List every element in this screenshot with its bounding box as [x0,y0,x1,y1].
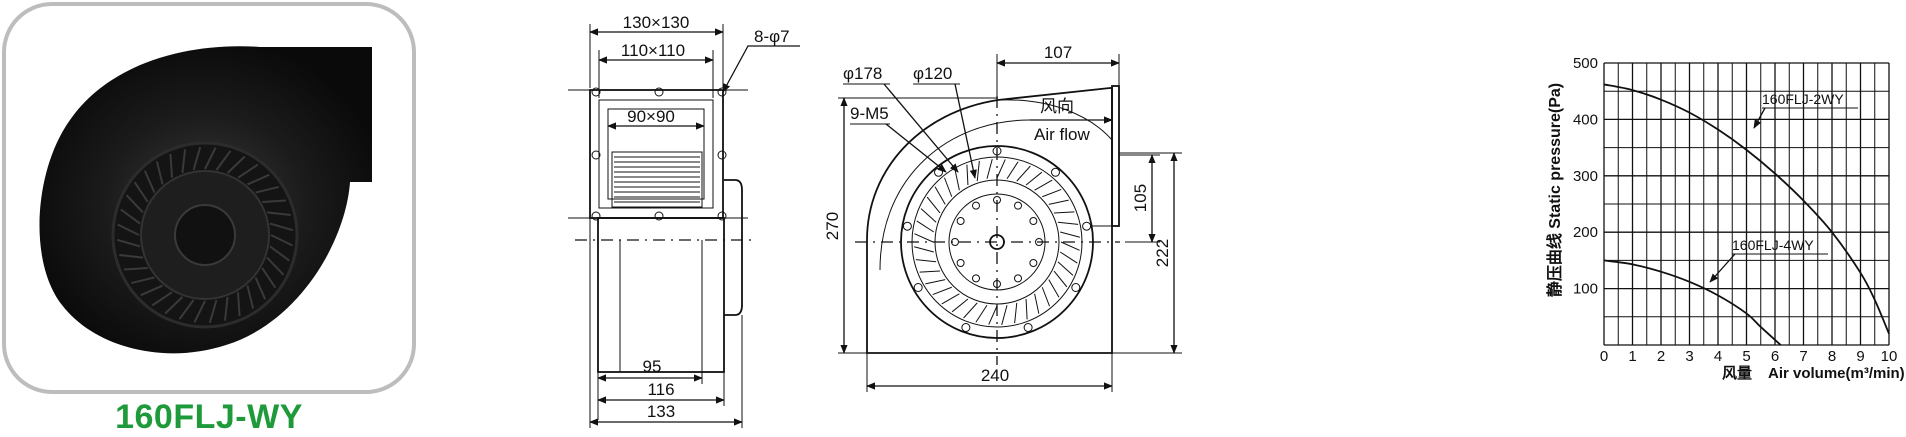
y-tick-label: 500 [1573,55,1598,72]
y-tick-label: 400 [1573,111,1598,128]
airflow-label-en: Air flow [1034,125,1090,144]
dim-90x90: 90×90 [627,107,675,126]
dim-222: 222 [1153,239,1172,267]
dim-130x130: 130×130 [623,13,690,32]
blower-body-side [597,217,725,373]
model-label: 160FLJ-WY [115,398,303,436]
x-axis-label-en: Air volume(m³/min) [1768,365,1905,382]
x-tick-label: 7 [1799,348,1807,365]
x-tick-label: 3 [1685,348,1693,365]
volute-housing [866,87,1113,354]
x-tick-label: 4 [1714,348,1722,365]
x-tick-label: 0 [1600,348,1608,365]
x-tick-label: 8 [1828,348,1836,365]
dim-270: 270 [823,212,842,240]
series-curve-0 [1603,83,1890,335]
mounting-holes [591,87,727,221]
y-tick-label: 200 [1573,224,1598,241]
motor-bump [724,179,743,316]
dim-9-m5: 9-M5 [850,104,889,123]
dim-8-holes: 8-φ7 [754,27,790,46]
x-tick-label: 1 [1628,348,1636,365]
dim-95: 95 [643,357,662,376]
x-tick-label: 2 [1657,348,1665,365]
y-axis-label: 静压曲线 Static pressure(Pa) [1545,83,1564,297]
dim-107: 107 [1044,43,1072,62]
y-tick-label: 100 [1573,281,1598,298]
y-tick-label: 300 [1573,168,1598,185]
front-view: 107 φ178 φ120 9-M5 风向 Air flow 270 [823,43,1182,392]
dim-116: 116 [647,380,674,399]
dim-105: 105 [1131,184,1150,212]
x-tick-label: 6 [1771,348,1779,365]
dim-phi120: φ120 [913,64,952,83]
x-tick-label: 5 [1742,348,1750,365]
dim-110x110: 110×110 [621,41,685,60]
airflow-label-cn: 风向 [1040,97,1074,116]
side-view: 130×130 110×110 90×90 8-φ7 95 116 133 [568,13,800,428]
performance-chart: 0 1 2 3 4 5 6 7 8 9 10 100 200 300 400 500 静压曲线 Static … [1545,55,1905,382]
dim-133: 133 [647,402,675,421]
series-leader-1 [1709,253,1736,283]
series-curve-1 [1603,259,1782,346]
vent-grille [611,151,703,208]
series-leader-0 [1753,107,1766,129]
dim-phi178: φ178 [843,64,882,83]
product-photo [2,2,416,394]
outlet-flange [1111,85,1120,227]
x-tick-label: 9 [1856,348,1864,365]
series-label-160flj-4wy: 160FLJ-4WY [1732,237,1814,253]
dim-240: 240 [981,366,1009,385]
x-tick-label: 10 [1881,348,1898,365]
series-label-160flj-2wy: 160FLJ-2WY [1762,91,1844,107]
x-axis-label-cn: 风量 [1722,365,1752,382]
